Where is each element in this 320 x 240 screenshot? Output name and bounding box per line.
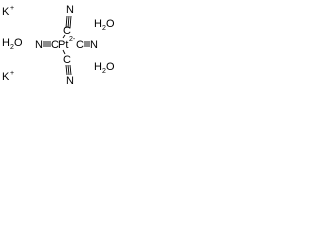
chemical-structure: K + H 2 O H 2 O H 2 O K + Pt 2- N C N <box>2 4 115 86</box>
water-o: O <box>14 37 23 49</box>
water-h: H <box>94 61 102 73</box>
potassium-symbol: K <box>2 6 10 18</box>
water-subscript: 2 <box>102 25 106 32</box>
cyanide-ligand-top: N C <box>62 4 74 39</box>
water-right-top: H 2 O <box>94 18 115 32</box>
triple-bond-line <box>65 64 68 76</box>
platinum-charge: 2- <box>69 36 76 43</box>
water-right-bottom: H 2 O <box>94 61 115 75</box>
cyanide-ligand-right: C N <box>76 39 98 51</box>
cyanide-ligand-left: N C <box>35 39 59 51</box>
potassium-ion-top: K + <box>2 5 14 18</box>
triple-bond-line <box>67 15 70 29</box>
cyanide-ligand-bottom: C N <box>62 49 74 86</box>
potassium-symbol: K <box>2 71 10 83</box>
cyanide-carbon: C <box>63 54 71 66</box>
triple-bond-line <box>67 64 70 76</box>
cyanide-nitrogen: N <box>90 39 98 51</box>
water-h: H <box>2 37 10 49</box>
water-o: O <box>106 61 115 73</box>
single-bond-line <box>62 49 66 55</box>
triple-bond-line <box>69 64 72 76</box>
triple-bond-line <box>65 15 68 29</box>
platinum-center: Pt 2- <box>58 36 76 51</box>
platinum-symbol: Pt <box>58 39 68 51</box>
cyanide-nitrogen: N <box>35 39 43 51</box>
water-o: O <box>106 18 115 30</box>
cyanide-carbon: C <box>76 39 84 51</box>
cyanide-carbon: C <box>63 25 71 37</box>
potassium-charge: + <box>10 5 14 12</box>
single-bond-line <box>62 34 66 39</box>
potassium-charge: + <box>10 70 14 77</box>
potassium-ion-bottom: K + <box>2 70 14 83</box>
cyanide-carbon: C <box>51 39 59 51</box>
cyanide-nitrogen: N <box>66 75 74 86</box>
water-subscript: 2 <box>102 68 106 75</box>
water-subscript: 2 <box>10 44 14 51</box>
water-left: H 2 O <box>2 37 23 51</box>
triple-bond-line <box>69 15 72 29</box>
cyanide-nitrogen: N <box>66 4 74 16</box>
water-h: H <box>94 18 102 30</box>
